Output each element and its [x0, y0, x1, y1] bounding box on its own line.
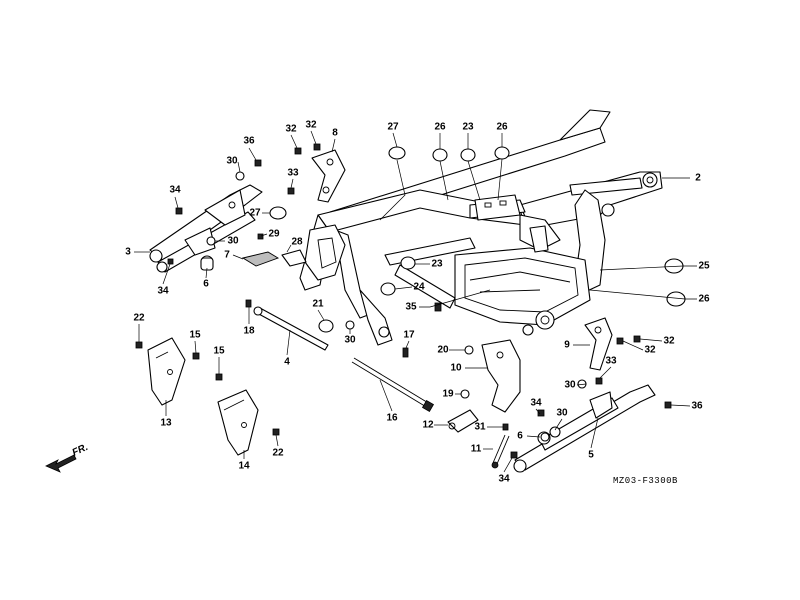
callout-label: 6	[517, 431, 523, 442]
plate-28	[281, 249, 307, 267]
callout-label: 2	[695, 173, 701, 184]
callout-label: 30	[226, 156, 238, 167]
callout-label: 30	[344, 335, 356, 346]
bracket-9	[584, 317, 613, 371]
callout-label: 20	[437, 345, 449, 356]
left-subframe-3	[149, 184, 263, 273]
main-frame	[299, 109, 663, 346]
callout-label: 31	[474, 422, 486, 433]
callout-label: 18	[243, 326, 255, 337]
front-arrow-icon	[45, 454, 77, 473]
callout-label: 5	[588, 450, 594, 461]
callout-label: 26	[434, 122, 446, 133]
callout-label: 34	[169, 185, 181, 196]
callout-label: 30	[556, 408, 568, 419]
side-cover-14	[217, 389, 259, 456]
callout-label: 32	[663, 336, 675, 347]
leader-lines	[134, 130, 697, 473]
callout-label: 12	[422, 420, 434, 431]
callout-label: 28	[291, 237, 303, 248]
callout-label: 17	[403, 330, 415, 341]
bolt-11	[491, 434, 510, 469]
callout-label: 11	[471, 444, 482, 455]
callout-label: 23	[462, 122, 474, 133]
callout-label: 34	[530, 398, 542, 409]
callout-label: 36	[243, 136, 255, 147]
callout-label: 36	[691, 401, 703, 412]
callout-label: 34	[157, 286, 169, 297]
clamps	[269, 146, 686, 333]
callout-label: 32	[285, 124, 297, 135]
callout-label: 27	[249, 208, 261, 219]
strap-7	[241, 251, 280, 267]
callout-label: 6	[203, 279, 209, 290]
callout-label: 35	[405, 302, 417, 313]
callout-label: 30	[227, 236, 239, 247]
callout-label: 24	[413, 282, 425, 293]
callout-label: 3	[125, 247, 131, 258]
front-label: FR.	[71, 442, 90, 459]
callout-label: 27	[387, 122, 399, 133]
callout-label: 21	[312, 299, 324, 310]
callout-label: 19	[442, 389, 454, 400]
callout-label: 26	[698, 294, 710, 305]
callout-label: 8	[332, 128, 338, 139]
callout-label: 29	[268, 229, 280, 240]
callout-label: 14	[238, 461, 250, 472]
callout-label: 4	[284, 357, 290, 368]
callout-label: 7	[224, 250, 230, 261]
callout-label: 15	[189, 330, 201, 341]
callout-label: 9	[564, 340, 570, 351]
side-cover-13	[147, 337, 186, 406]
drawing-code: MZ03-F3300B	[613, 476, 678, 486]
callout-label: 22	[133, 313, 145, 324]
callout-label: 23	[431, 259, 443, 270]
callout-label: 33	[605, 356, 617, 367]
front-direction-indicator: FR.	[45, 442, 90, 473]
callout-label: 32	[305, 120, 317, 131]
callout-label: 16	[386, 413, 398, 424]
callout-label: 30	[564, 380, 576, 391]
callout-label: 22	[272, 448, 284, 459]
shaft-4	[253, 306, 329, 351]
callout-label: 32	[644, 345, 656, 356]
bracket-8	[311, 149, 346, 203]
callout-label: 34	[498, 474, 510, 485]
callout-label: 10	[450, 363, 462, 374]
bracket-10	[481, 339, 521, 413]
callout-label: 25	[698, 261, 710, 272]
callout-label: 26	[496, 122, 508, 133]
callout-label: 33	[287, 168, 299, 179]
callout-label: 13	[160, 418, 172, 429]
bolt-16	[351, 357, 435, 413]
bracket-12	[447, 409, 479, 433]
callout-label: 15	[213, 346, 225, 357]
